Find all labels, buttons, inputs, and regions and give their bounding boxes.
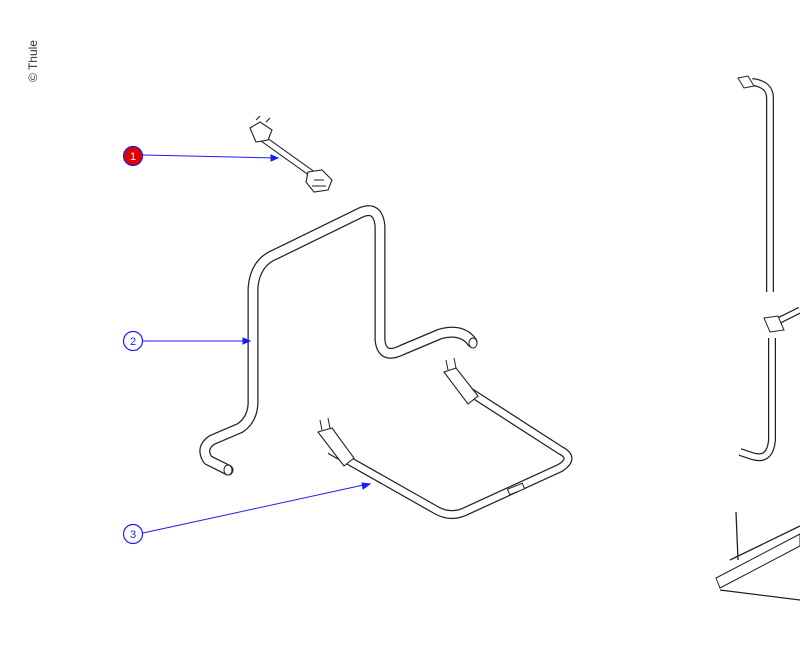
callout-3-label: 3 <box>130 529 136 541</box>
callout-2-label: 2 <box>130 336 136 348</box>
part-3-u-frame <box>317 357 573 520</box>
part-2-bent-tube <box>199 205 478 476</box>
callout-3[interactable]: 3 <box>122 523 144 545</box>
right-partial-assembly <box>715 75 800 601</box>
callout-leaders <box>142 154 372 534</box>
callout-2[interactable]: 2 <box>122 330 144 352</box>
callout-1-label: 1 <box>130 151 136 163</box>
callout-1[interactable]: 1 <box>122 145 144 167</box>
part-1-crossbar <box>249 115 333 193</box>
